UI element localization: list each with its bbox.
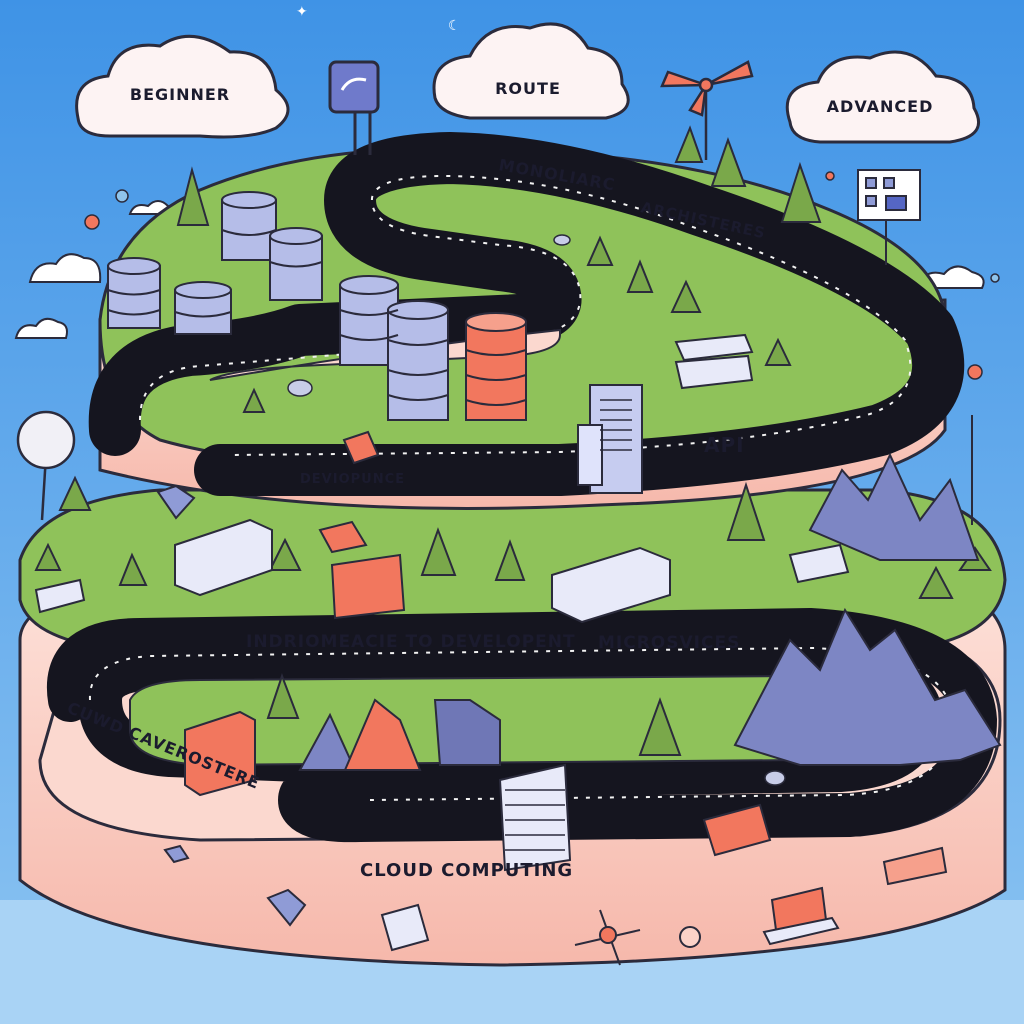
development-label: DEVIOPUNCE [300, 472, 405, 487]
database-icon [107, 191, 527, 421]
tree-icon [176, 125, 822, 413]
moon-icon: ☾ [448, 18, 461, 34]
signpost-icon [328, 60, 380, 155]
server-icon [174, 518, 772, 872]
pebble-icon [287, 234, 786, 786]
advanced-label: ADVANCED [827, 97, 934, 116]
billboard-icon [857, 169, 921, 265]
gem-icon [156, 484, 307, 927]
cube-icon [342, 430, 380, 465]
microservices-label: MICROSVICES [598, 633, 740, 653]
route-label: ROUTE [495, 79, 561, 98]
windmill-icon [660, 60, 754, 160]
card-icon [34, 333, 850, 614]
decor-dots [84, 171, 1000, 380]
background-clouds [14, 200, 985, 339]
api-label: API [704, 433, 745, 457]
cloud-route: ROUTE [432, 22, 630, 120]
cloud-advanced: ADVANCED [785, 50, 980, 144]
cloud-computing-label: CLOUD COMPUTING [360, 860, 573, 881]
drone-icon [574, 909, 701, 966]
lamp-icon [16, 410, 76, 521]
upper-road [88, 132, 965, 496]
beginner-label: BEGINNER [130, 85, 230, 104]
box-icon [380, 903, 430, 952]
laptop-icon [762, 846, 948, 946]
sparkle-icon: ✦ [296, 4, 308, 20]
mountain-icon [298, 452, 1002, 771]
cloud-beginner: BEGINNER [75, 34, 290, 139]
server-icon [577, 384, 643, 494]
mountain-icon [343, 698, 422, 771]
intro-development-label: INDRIOMEACIE TO DEVELOPENT [246, 632, 576, 652]
